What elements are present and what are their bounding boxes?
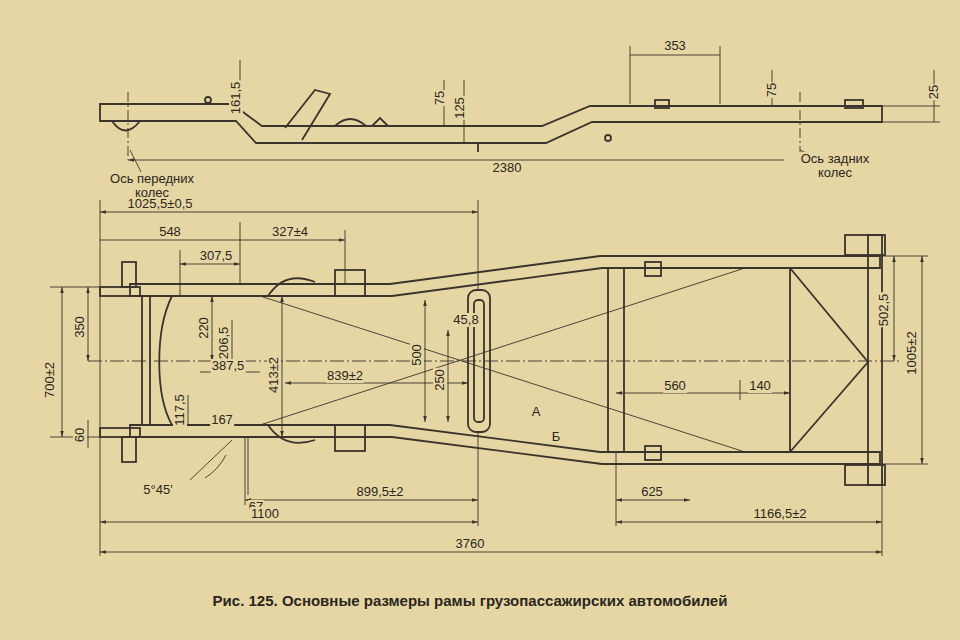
dimension-label: 500	[410, 343, 424, 367]
dimension-label: 413±2	[267, 356, 281, 394]
dimension-label: 75	[433, 90, 447, 106]
dimension-label: 560	[663, 379, 687, 393]
dimension-label: 25	[927, 84, 941, 100]
dimension-label: 2380	[492, 161, 523, 175]
dimension-label: 327±4	[271, 225, 309, 239]
dimension-label: 60	[73, 427, 87, 443]
dimension-label: 45,8	[452, 313, 479, 327]
dimension-label: 1100	[250, 507, 280, 521]
dimension-label: 167	[210, 413, 234, 427]
dimension-label: 1005±2	[905, 330, 919, 375]
dimension-label: 548	[158, 225, 182, 239]
dimension-label: 839±2	[326, 369, 364, 383]
dimension-label: Ось передних колес	[101, 172, 203, 200]
dimension-label: 206,5	[217, 326, 231, 361]
dimension-label: 117,5	[173, 393, 187, 427]
dimension-label: 220	[197, 316, 211, 340]
dimension-label: 125	[453, 96, 467, 120]
dimension-label: 353	[663, 39, 687, 53]
dimension-label: 899,5±2	[356, 485, 405, 499]
dimension-label: 3760	[455, 537, 486, 551]
dimension-label: 140	[748, 379, 772, 393]
dimension-label: 161,5	[229, 81, 243, 116]
dimension-label: 387,5	[211, 359, 246, 373]
figure-caption: Рис. 125. Основные размеры рамы грузопас…	[213, 592, 728, 609]
dimension-label: 700±2	[43, 361, 57, 399]
dimension-label: 1025,5±0,5	[127, 197, 194, 211]
dimension-label: 75	[765, 82, 779, 98]
dimension-label: 307,5	[199, 249, 234, 263]
dimension-label: А	[531, 405, 542, 419]
dimension-label: 350	[73, 315, 87, 339]
dimension-label: 1166,5±2	[752, 507, 807, 521]
dimension-label: 502,5	[877, 293, 891, 328]
dimension-label: 625	[640, 485, 664, 499]
dimension-label: Б	[551, 430, 562, 444]
dimension-label: 5°45'	[142, 483, 173, 497]
dimension-label: Ось задних колес	[784, 152, 886, 180]
dimension-label: 250	[433, 368, 447, 392]
